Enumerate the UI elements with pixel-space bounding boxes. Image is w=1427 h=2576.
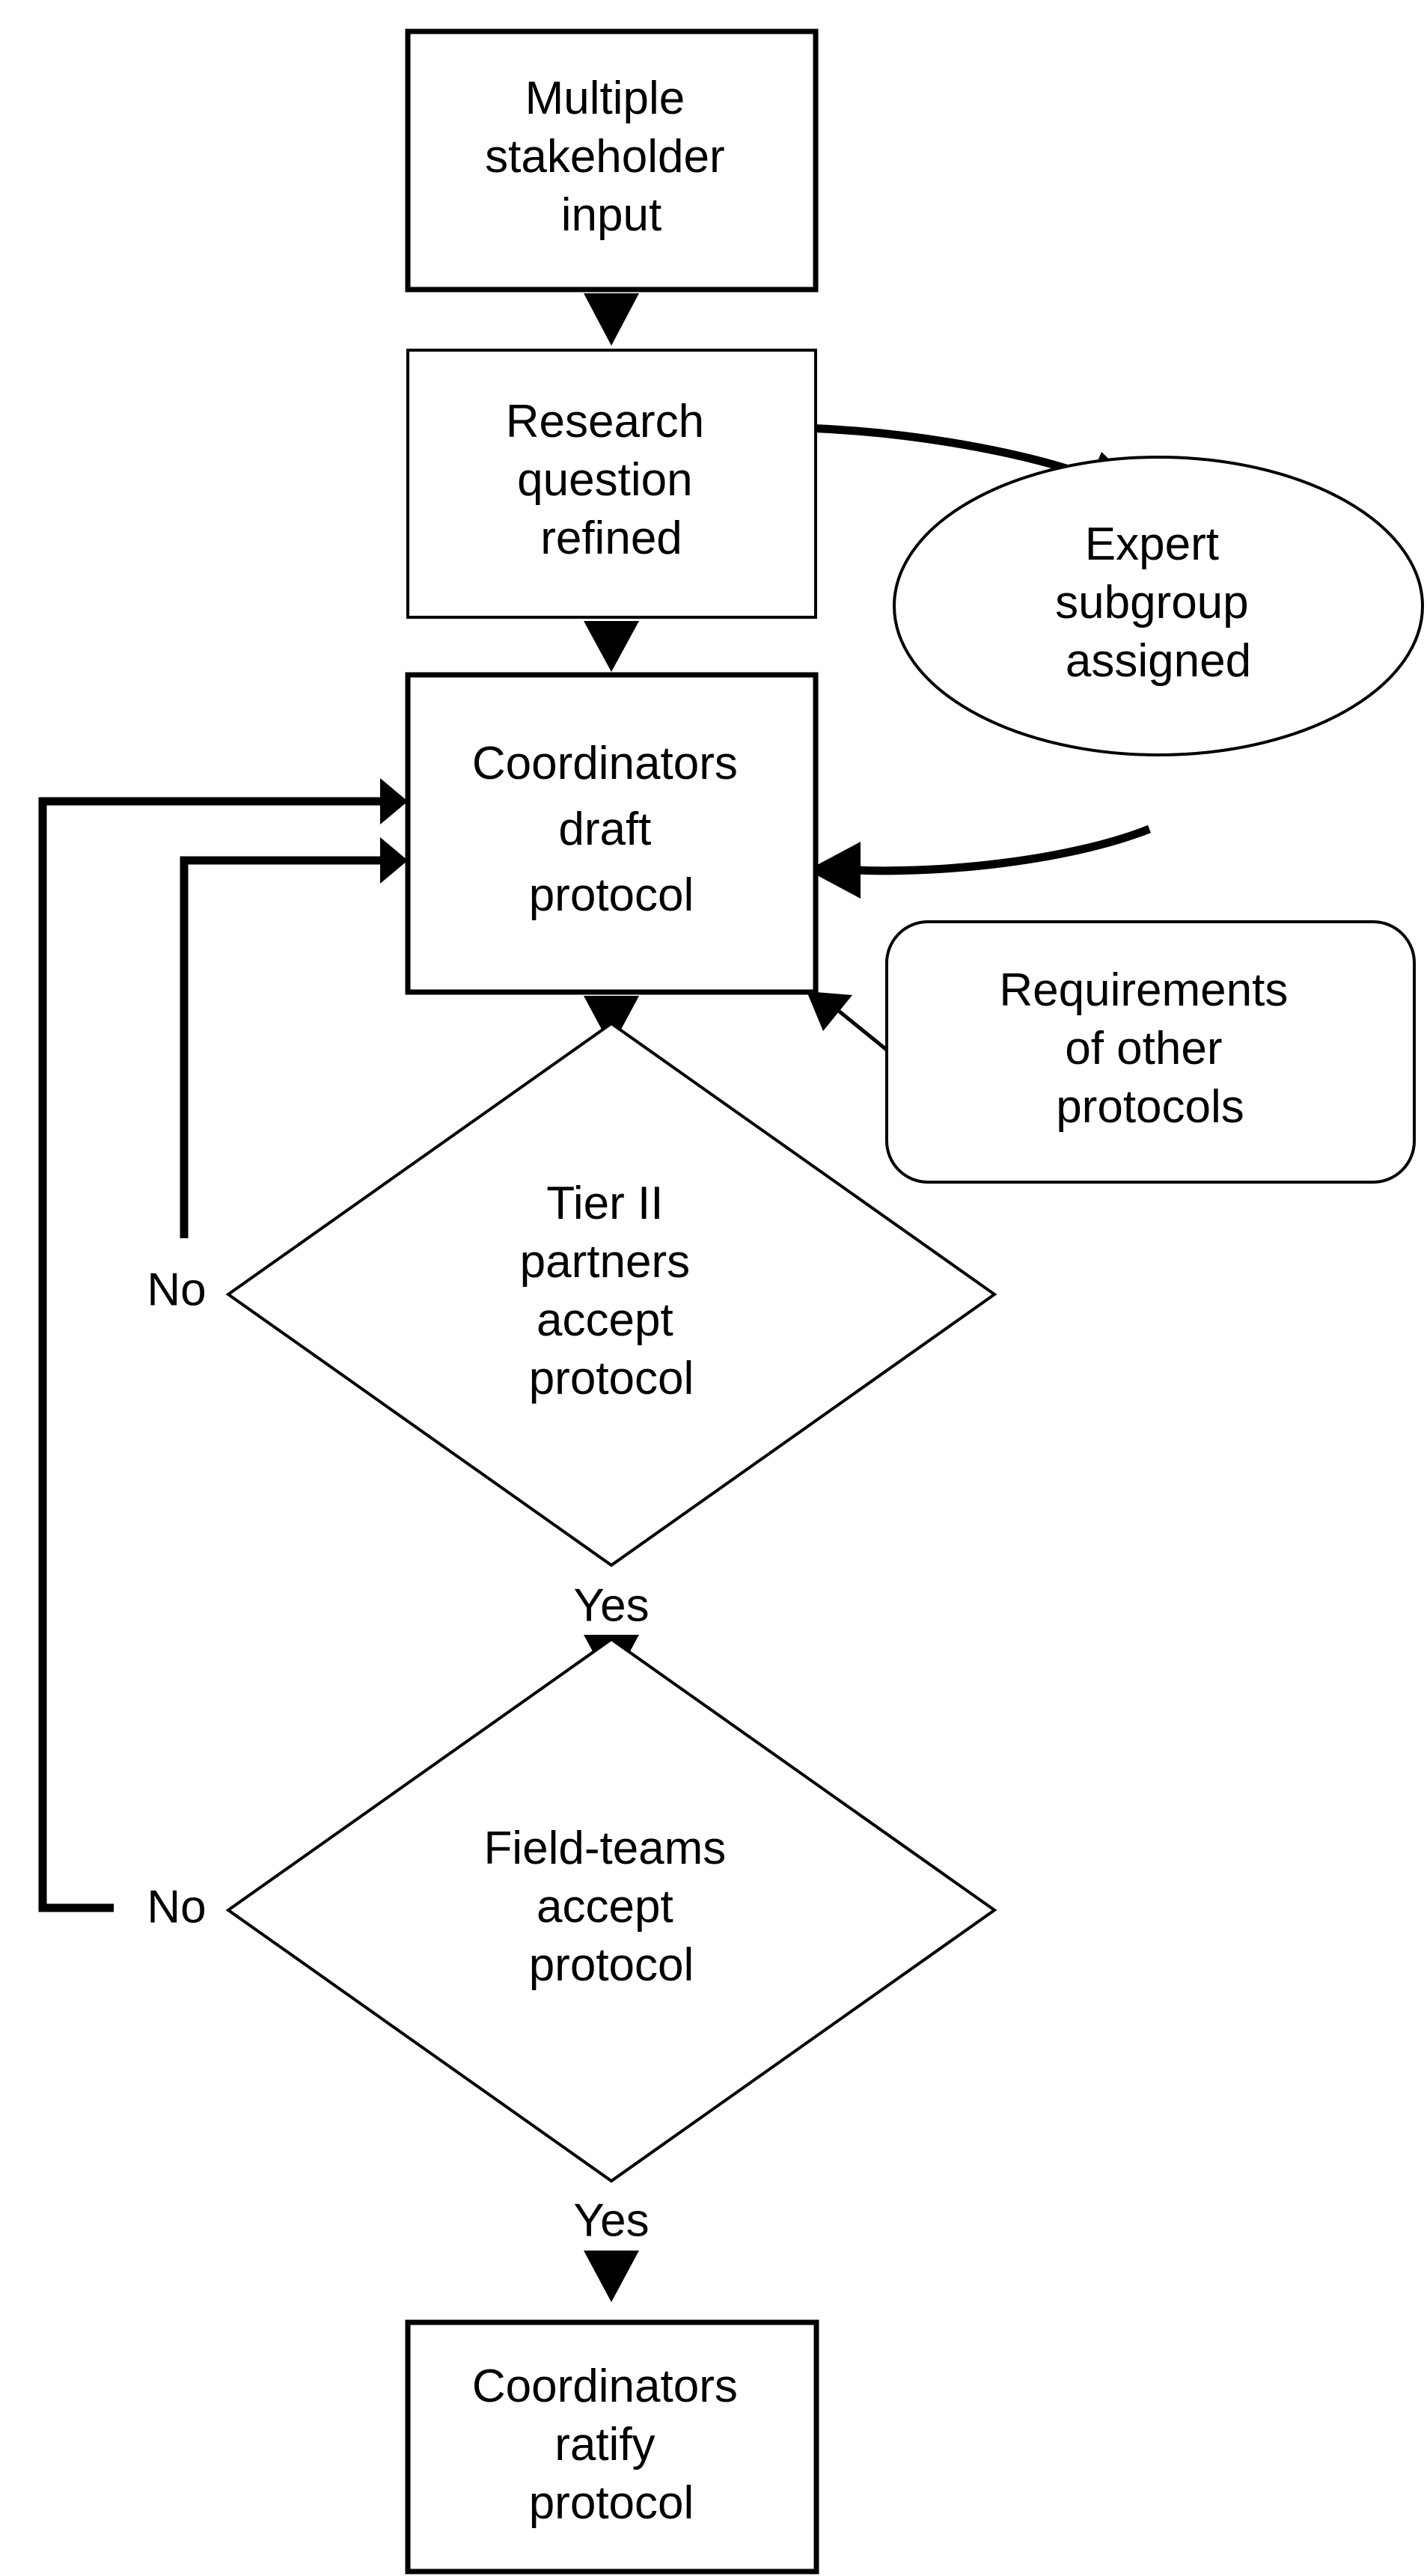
node-label-field-teams-accept-protocol: Field-teams accept protocol — [483, 1823, 739, 1991]
node-expert-subgroup-assigned[interactable]: Expert subgroup assigned — [893, 456, 1424, 756]
node-label-research-question-refined: Research question refined — [506, 396, 718, 564]
node-label-tier-ii-partners-accept-protocol: Tier II partners accept protocol — [520, 1178, 703, 1404]
edge-research-to-coordinators — [584, 621, 639, 672]
node-coordinators-ratify-protocol[interactable]: Coordinators ratify protocol — [405, 2319, 819, 2575]
node-multiple-stakeholder-input[interactable]: Multiple stakeholder input — [405, 28, 819, 293]
node-label-requirements-of-other-protocols: Requirements of other protocols — [999, 964, 1301, 1133]
node-label-coordinators-draft-protocol: Coordinators draft protocol — [472, 738, 751, 921]
node-label-expert-subgroup-assigned: Expert subgroup assigned — [1055, 518, 1262, 687]
edge-label-tier-ii-yes: Yes — [573, 1579, 649, 1631]
node-tier-ii-partners-accept-protocol[interactable]: Tier II partners accept protocol — [225, 1021, 997, 1567]
node-label-coordinators-ratify-protocol: Coordinators ratify protocol — [472, 2361, 751, 2529]
edge-tier-ii-no-to-coordinators — [180, 837, 408, 1238]
edge-stakeholder-to-research — [584, 293, 639, 346]
node-requirements-of-other-protocols[interactable]: Requirements of other protocols — [885, 920, 1416, 1184]
edge-requirements-to-coordinators — [807, 991, 889, 1052]
node-research-question-refined[interactable]: Research question refined — [406, 349, 817, 619]
node-label-multiple-stakeholder-input: Multiple stakeholder input — [485, 73, 738, 241]
edge-field-teams-no-to-coordinators — [38, 778, 408, 1912]
edge-label-field-teams-yes: Yes — [573, 2194, 649, 2246]
edge-field-teams-yes-to-ratify — [584, 2251, 639, 2302]
edge-label-field-teams-no: No — [147, 1881, 206, 1933]
edge-coordinators-to-tier-ii — [584, 996, 639, 1047]
edge-label-tier-ii-no: No — [147, 1264, 206, 1315]
edge-expert-to-coordinators — [807, 824, 1152, 899]
node-coordinators-draft-protocol[interactable]: Coordinators draft protocol — [405, 672, 819, 995]
node-field-teams-accept-protocol[interactable]: Field-teams accept protocol — [225, 1637, 997, 2183]
